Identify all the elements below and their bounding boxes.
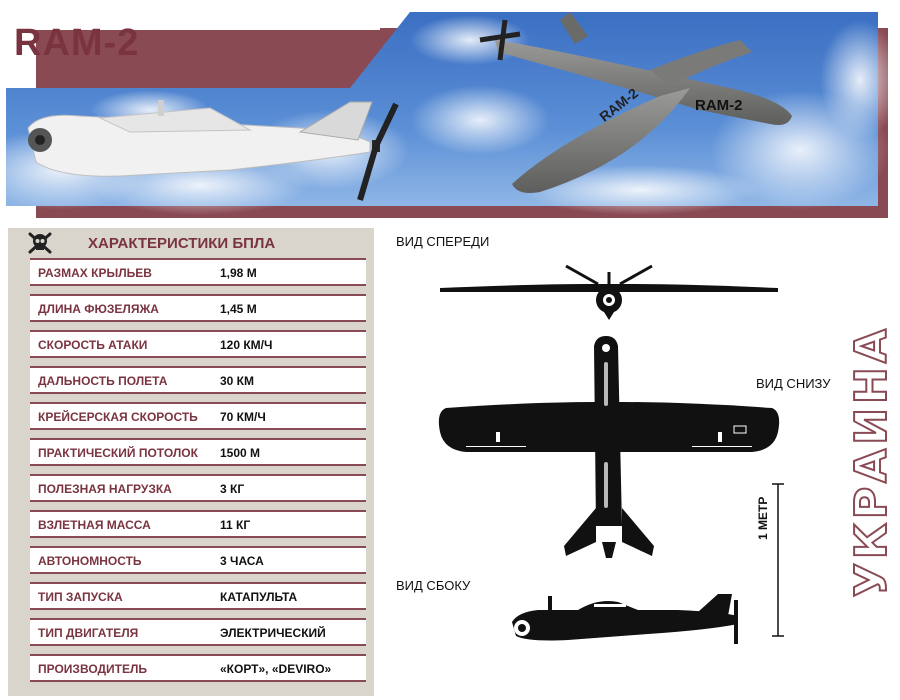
spec-row: КРЕЙСЕРСКАЯ СКОРОСТЬ 70 КМ/Ч — [30, 402, 366, 430]
spec-row: ДАЛЬНОСТЬ ПОЛЕТА 30 КМ — [30, 366, 366, 394]
spec-value: 3 ЧАСА — [220, 554, 264, 568]
banner-photo: RAM-2 RAM-2 — [0, 12, 900, 218]
spec-label: ВЗЛЕТНАЯ МАССА — [38, 518, 151, 532]
spec-row: ПРОИЗВОДИТЕЛЬ «КОРТ», «DEVIRO» — [30, 654, 366, 682]
spec-value: КАТАПУЛЬТА — [220, 590, 298, 604]
spec-label: ПОЛЕЗНАЯ НАГРУЗКА — [38, 482, 172, 496]
specs-panel: ХАРАКТЕРИСТИКИ БПЛА РАЗМАХ КРЫЛЬЕВ 1,98 М… — [8, 228, 374, 696]
drone-fuselage-text: RAM-2 — [695, 97, 743, 114]
front-view-drawing — [440, 264, 778, 320]
spec-row: ПОЛЕЗНАЯ НАГРУЗКА 3 КГ — [30, 474, 366, 502]
bottom-view-label: ВИД СНИЗУ — [756, 376, 831, 391]
bottom-view-drawing — [438, 336, 780, 558]
white-drone-side-photo — [27, 100, 399, 201]
spec-label: АВТОНОМНОСТЬ — [38, 554, 142, 568]
spec-value: 120 КМ/Ч — [220, 338, 273, 352]
spec-value: 1,98 М — [220, 266, 257, 280]
spec-value: 1,45 М — [220, 302, 257, 316]
spec-value: «КОРТ», «DEVIRO» — [220, 662, 332, 676]
spec-row: ТИП ДВИГАТЕЛЯ ЭЛЕКТРИЧЕСКИЙ — [30, 618, 366, 646]
spec-row: СКОРОСТЬ АТАКИ 120 КМ/Ч — [30, 330, 366, 358]
scale-label: 1 МЕТР — [756, 496, 770, 540]
spec-value: 70 КМ/Ч — [220, 410, 266, 424]
spec-row: ПРАКТИЧЕСКИЙ ПОТОЛОК 1500 М — [30, 438, 366, 466]
skull-icon — [28, 232, 52, 254]
spec-label: ТИП ДВИГАТЕЛЯ — [38, 626, 139, 640]
spec-label: СКОРОСТЬ АТАКИ — [38, 338, 148, 352]
spec-label: ПРАКТИЧЕСКИЙ ПОТОЛОК — [38, 446, 198, 460]
spec-label: КРЕЙСЕРСКАЯ СКОРОСТЬ — [38, 410, 198, 424]
front-view-label: ВИД СПЕРЕДИ — [396, 234, 490, 249]
page-title: RAM-2 — [14, 22, 140, 64]
spec-row: РАЗМАХ КРЫЛЬЕВ 1,98 М — [30, 258, 366, 286]
spec-value: ЭЛЕКТРИЧЕСКИЙ — [220, 626, 326, 640]
side-view-drawing — [512, 594, 738, 644]
country-label: УКРАИНА — [845, 324, 898, 598]
scale-bar — [772, 483, 784, 637]
spec-row: ТИП ЗАПУСКА КАТАПУЛЬТА — [30, 582, 366, 610]
specs-header: ХАРАКТЕРИСТИКИ БПЛА — [8, 228, 374, 258]
specs-title: ХАРАКТЕРИСТИКИ БПЛА — [88, 235, 276, 252]
side-view-label: ВИД СБОКУ — [396, 578, 471, 593]
spec-row: ДЛИНА ФЮЗЕЛЯЖА 1,45 М — [30, 294, 366, 322]
spec-label: ТИП ЗАПУСКА — [38, 590, 123, 604]
spec-label: РАЗМАХ КРЫЛЬЕВ — [38, 266, 152, 280]
spec-label: ДЛИНА ФЮЗЕЛЯЖА — [38, 302, 159, 316]
spec-row: АВТОНОМНОСТЬ 3 ЧАСА — [30, 546, 366, 574]
spec-value: 3 КГ — [220, 482, 245, 496]
spec-value: 30 КМ — [220, 374, 255, 388]
spec-label: ДАЛЬНОСТЬ ПОЛЕТА — [38, 374, 168, 388]
spec-value: 11 КГ — [220, 518, 251, 532]
spec-value: 1500 М — [220, 446, 261, 460]
spec-row: ВЗЛЕТНАЯ МАССА 11 КГ — [30, 510, 366, 538]
spec-label: ПРОИЗВОДИТЕЛЬ — [38, 662, 148, 676]
